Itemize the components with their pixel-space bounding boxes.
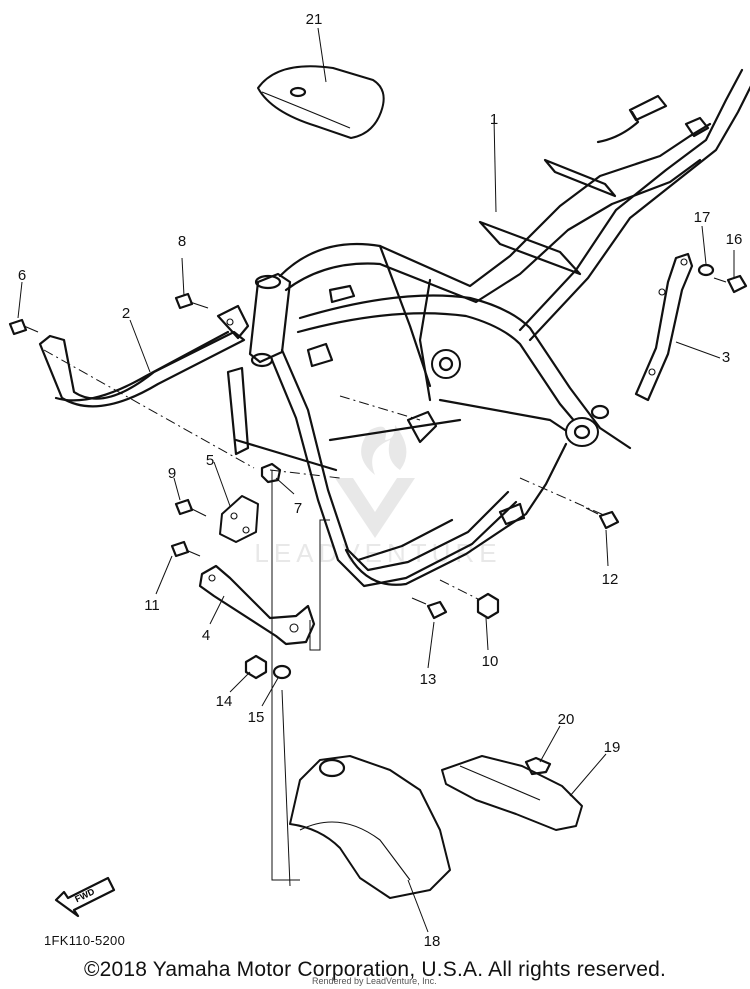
part-4-bracket [198, 564, 316, 646]
part-5-plate [219, 495, 259, 543]
callout-7: 7 [294, 500, 302, 517]
callout-20: 20 [558, 711, 575, 728]
callout-17: 17 [694, 209, 711, 226]
callout-10: 10 [482, 653, 499, 670]
callout-21: 21 [306, 11, 323, 28]
bolt-8 [174, 292, 209, 310]
part-code: 1FK110-5200 [44, 933, 126, 948]
callout-numbers: 21 1 2 3 4 5 6 7 8 9 10 11 12 13 14 15 1… [18, 11, 743, 950]
washer-17 [697, 263, 715, 277]
callout-16: 16 [726, 231, 743, 248]
callout-14: 14 [216, 693, 233, 710]
callout-4: 4 [202, 627, 210, 644]
callout-8: 8 [178, 233, 186, 250]
reference-lines [43, 349, 607, 887]
nut-14 [244, 654, 268, 680]
bolt-12 [585, 507, 620, 530]
callout-13: 13 [420, 671, 437, 688]
bolt-13 [411, 597, 448, 620]
callout-18: 18 [424, 933, 441, 950]
callout-6: 6 [18, 267, 26, 284]
watermark-logo: LEADVENTURE [254, 425, 497, 568]
bolt-20 [524, 756, 552, 776]
bolt-9 [174, 498, 207, 517]
part-1-main-frame [226, 68, 750, 588]
part-2-front-bar [38, 304, 250, 408]
callout-3: 3 [722, 349, 730, 366]
callout-12: 12 [602, 571, 619, 588]
callout-5: 5 [206, 452, 214, 469]
part-3-rear-stay [634, 252, 694, 402]
callout-9: 9 [168, 465, 176, 482]
bolt-6 [8, 318, 39, 336]
callout-2: 2 [122, 305, 130, 322]
part-18-cover [289, 755, 451, 899]
washer-15 [272, 664, 292, 680]
rendered-by-credit: Rendered by LeadVenture, Inc. [312, 976, 437, 986]
callout-19: 19 [604, 739, 621, 756]
callout-1: 1 [490, 111, 498, 128]
copyright-notice: ©2018 Yamaha Motor Corporation, U.S.A. A… [83, 958, 667, 981]
nut-10 [476, 592, 500, 620]
callout-11: 11 [144, 597, 160, 614]
part-19-plate [441, 755, 583, 831]
bolt-16 [713, 274, 748, 294]
leader-lines [17, 27, 735, 933]
fasteners [8, 263, 748, 680]
callout-15: 15 [248, 709, 265, 726]
bolt-11 [170, 540, 201, 558]
fwd-arrow-icon: FWD [54, 876, 116, 918]
part-21-pad [257, 65, 385, 139]
